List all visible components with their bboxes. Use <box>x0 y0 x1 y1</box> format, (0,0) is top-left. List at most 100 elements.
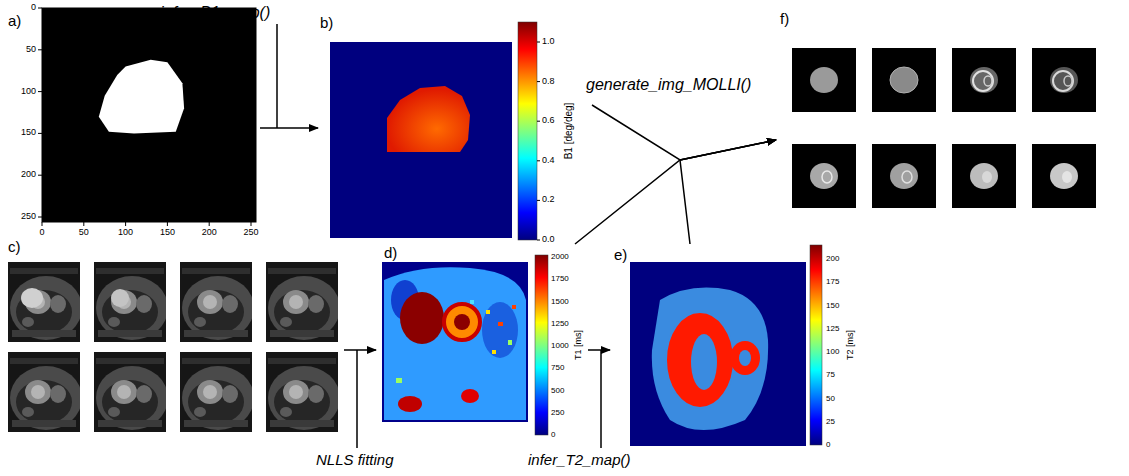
molli-source-images <box>111 289 129 307</box>
axis-ticks <box>38 133 42 134</box>
axis-tick: 200 <box>21 170 36 180</box>
colorbar-tick: 500 <box>551 386 564 395</box>
image-panel: a) <box>4 0 260 236</box>
leader-line <box>600 350 602 448</box>
connector <box>575 140 776 244</box>
synthetic-molli-images <box>1062 171 1072 183</box>
b1-map <box>537 200 540 201</box>
axis-ticks <box>125 222 126 226</box>
axis-tick: 0 <box>39 228 44 238</box>
b1-map <box>537 81 540 82</box>
molli-source-images <box>8 262 82 342</box>
synthetic-molli-images <box>1050 163 1078 189</box>
axis-ticks <box>42 222 43 226</box>
molli-source-images <box>94 352 168 432</box>
colorbar-tick: 0 <box>551 431 555 440</box>
image-panel: f) <box>776 6 1100 216</box>
colorbar-tick: 200 <box>826 255 839 264</box>
colorbar-title: B1 [deg/deg] <box>563 103 574 160</box>
synthetic-molli-images <box>792 48 856 112</box>
colorbar-tick: 1750 <box>551 275 569 284</box>
colorbar-tick: 0.0 <box>542 235 555 245</box>
molli-source-images <box>266 262 340 342</box>
colorbar-tick: 175 <box>826 278 839 287</box>
t1-map <box>508 340 512 345</box>
molli-source-images <box>21 288 43 308</box>
b1-map <box>330 22 540 240</box>
t2-map <box>630 245 822 446</box>
axis-ticks <box>38 8 42 9</box>
colorbar-tick: 150 <box>826 301 839 310</box>
b1-map <box>537 160 540 161</box>
t1-map <box>396 378 402 383</box>
synthetic-molli-images <box>973 71 993 91</box>
synthetic-molli-images <box>1053 71 1073 91</box>
synthetic-molli-images <box>792 48 856 112</box>
synthetic-molli-images <box>792 144 856 208</box>
colorbar-tick: 0 <box>826 441 830 450</box>
t1-map <box>535 255 548 435</box>
b1-map <box>387 86 470 152</box>
connector <box>592 105 776 160</box>
synthetic-molli-images <box>872 48 936 112</box>
t2-map <box>630 262 806 446</box>
axis-ticks <box>209 222 210 226</box>
image-panel: c) <box>4 236 344 436</box>
molli-source-images <box>8 262 340 432</box>
colorbar-tick: 0.4 <box>542 156 555 166</box>
function-label: infer_B1_map() <box>160 4 270 22</box>
colorbar-title: T2 [ms] <box>846 330 856 360</box>
t1-map <box>482 302 518 358</box>
leader-line <box>276 24 278 128</box>
t1-map <box>382 255 548 435</box>
panel-letter: d) <box>384 244 397 261</box>
t2-map <box>652 288 768 430</box>
panel-letter: e) <box>614 246 627 263</box>
synthetic-molli-images <box>952 48 1016 112</box>
panel-letter: f) <box>780 10 789 27</box>
function-label: generate_img_MOLLI() <box>586 76 751 94</box>
panel-letter: c) <box>8 238 21 255</box>
leader-line <box>356 350 358 448</box>
colorbar-tick: 1.0 <box>542 37 555 47</box>
connector <box>344 349 376 351</box>
t2-map <box>810 245 822 445</box>
t2-map <box>691 334 717 390</box>
image-panel: e) <box>610 244 860 444</box>
synthetic-molli-images <box>822 171 832 183</box>
t1-map <box>498 322 503 326</box>
synthetic-molli-images <box>1032 144 1096 208</box>
axis-tick: 150 <box>160 228 175 238</box>
colorbar-tick: 1000 <box>551 342 569 351</box>
axis-ticks <box>83 222 84 226</box>
axis-tick: 100 <box>118 228 133 238</box>
t1-map <box>454 314 470 330</box>
axis-ticks <box>38 217 42 218</box>
axis-ticks <box>38 91 42 92</box>
molli-source-images <box>266 352 340 432</box>
b1-map <box>330 42 512 238</box>
molli-source-images <box>180 352 254 432</box>
synthetic-molli-images <box>982 171 992 183</box>
colorbar-tick: 750 <box>551 364 564 373</box>
colorbar-tick: 50 <box>826 394 835 403</box>
synthetic-molli-images <box>1032 48 1096 112</box>
mask-image <box>42 8 256 222</box>
synthetic-molli-images <box>1032 144 1096 208</box>
t1-map <box>470 300 474 304</box>
synthetic-molli-images <box>952 144 1016 208</box>
synthetic-molli-images <box>902 171 912 183</box>
colorbar-tick: 2000 <box>551 253 569 262</box>
axis-ticks <box>38 8 251 226</box>
t1-map <box>384 267 526 420</box>
function-label: NLLS fitting <box>316 451 394 468</box>
synthetic-molli-images <box>890 67 918 93</box>
colorbar-tick: 0.6 <box>542 116 555 126</box>
synthetic-molli-images <box>792 48 1096 208</box>
colorbar-tick: 1250 <box>551 319 569 328</box>
connector <box>588 349 610 351</box>
colorbar-tick: 0.2 <box>542 195 555 205</box>
synthetic-molli-images <box>872 144 936 208</box>
